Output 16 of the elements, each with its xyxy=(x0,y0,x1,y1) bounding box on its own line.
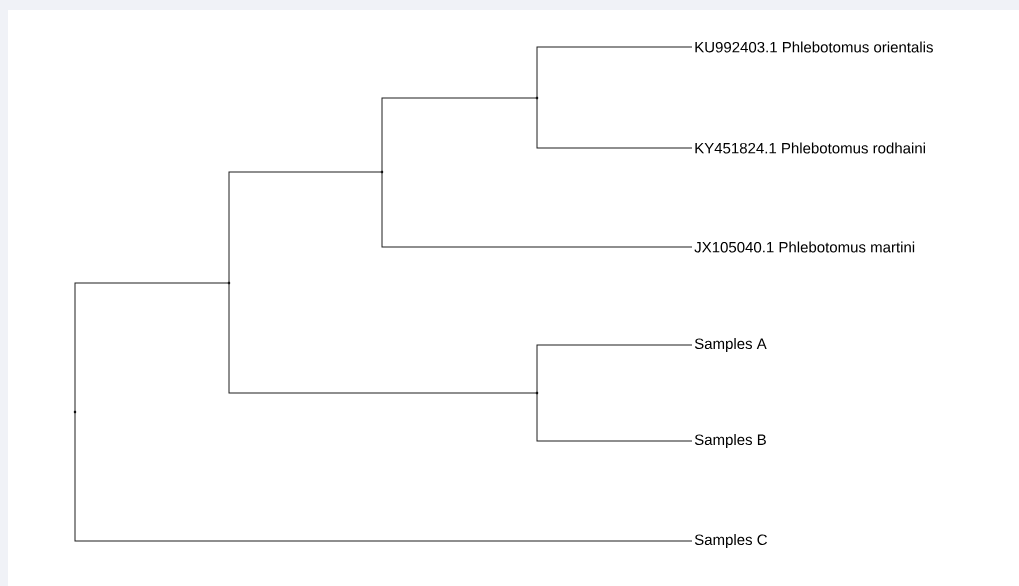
tree-branch xyxy=(536,392,693,442)
leaf-label: JX105040.1 Phlebotomus martini xyxy=(694,241,915,253)
tree-branch xyxy=(74,411,693,542)
tree-branch xyxy=(228,282,538,394)
tree-branch xyxy=(381,97,538,173)
leaf-label: KU992403.1 Phlebotomus orientalis xyxy=(695,41,933,53)
tree-branch xyxy=(536,344,693,394)
tree-branch xyxy=(536,46,693,99)
tree-branch xyxy=(74,282,230,413)
tree-branch xyxy=(381,171,693,248)
tree-branch xyxy=(228,171,383,284)
leaf-label: Samples C xyxy=(694,534,767,548)
leaf-label: Samples A xyxy=(694,338,767,352)
leaf-label: Samples B xyxy=(694,434,766,448)
leaf-label: KY451824.1 Phlebotomus rodhaini xyxy=(695,142,925,154)
tree-branch xyxy=(536,97,693,149)
